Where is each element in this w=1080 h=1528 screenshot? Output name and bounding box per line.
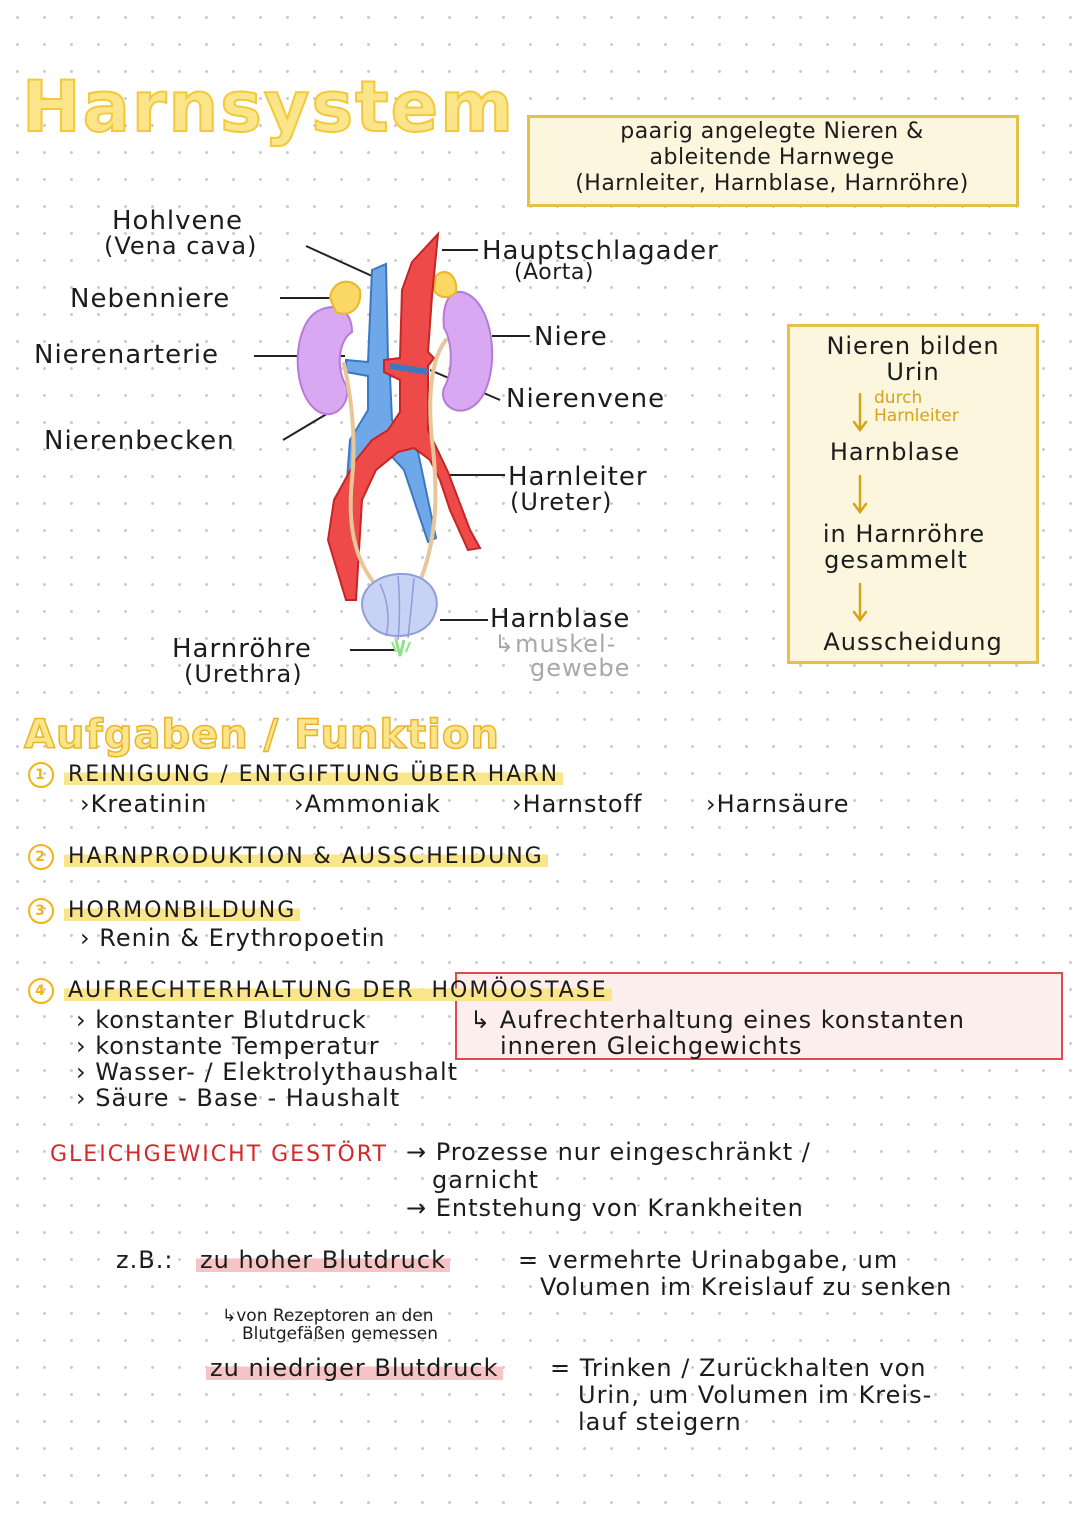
label-aorta: Hauptschlagader	[482, 236, 719, 266]
task-4-note-2: inneren Gleichgewichts	[500, 1032, 803, 1060]
flow-step-1b: Urin	[886, 358, 940, 386]
label-hohlvene-sub: (Vena cava)	[104, 232, 258, 260]
label-harnroehre: Harnröhre	[172, 634, 312, 664]
definition-line-1: paarig angelegte Nieren &	[620, 119, 924, 144]
label-harnblase-note-1: ↳muskel-	[494, 630, 617, 658]
task-3-number: 3	[28, 898, 54, 924]
task-1-number: 1	[28, 762, 54, 788]
imbalance-line-1: → Prozesse nur eingeschränkt /	[406, 1138, 811, 1166]
task-4-item-2: › konstante Temperatur	[76, 1032, 380, 1060]
imbalance-label: Gleichgewicht gestört	[50, 1142, 388, 1167]
flow-step-2: Harnblase	[829, 438, 961, 466]
task-2-title-text: Harnproduktion & Ausscheidung	[64, 844, 548, 869]
example-receptor-2: Blutgefäßen gemessen	[242, 1324, 439, 1344]
definition-line-3: (Harnleiter, Harnblase, Harnröhre)	[575, 171, 969, 196]
example-high: zu hoher Blutdruck	[196, 1246, 450, 1274]
adrenal-left-shape	[328, 280, 362, 315]
example-low-text: zu niedriger Blutdruck	[206, 1354, 503, 1382]
urinary-system-diagram	[254, 231, 530, 657]
flow-step-3: in Harnröhre	[822, 520, 986, 548]
example-low-eq: = Trinken / Zurückhalten von	[550, 1354, 927, 1382]
homeostasis-note-box	[455, 972, 1063, 1060]
label-nebenniere: Nebenniere	[70, 284, 231, 314]
flow-step-1: Nieren bilden	[826, 332, 1000, 360]
flow-step-4: Ausscheidung	[823, 628, 1003, 656]
label-harnleiter-sub: (Ureter)	[510, 488, 613, 516]
task-1-item-1: ›Kreatinin	[80, 790, 208, 818]
kidney-right-shape	[441, 290, 494, 412]
task-4-item-4: › Säure - Base - Haushalt	[76, 1084, 401, 1112]
definition-box	[527, 115, 1019, 207]
adrenal-right-shape	[432, 271, 458, 298]
label-nierenbecken: Nierenbecken	[44, 426, 235, 456]
page-title: Harnsystem	[21, 65, 516, 149]
imbalance-line-2: garnicht	[432, 1166, 540, 1194]
label-harnblase: Harnblase	[490, 604, 631, 634]
label-hohlvene: Hohlvene	[112, 206, 244, 236]
section-title: Aufgaben / Funktion	[23, 711, 500, 759]
label-aorta-sub: (Aorta)	[514, 260, 594, 285]
task-4-title: 4 Aufrechterhaltung der Homöostase	[28, 978, 612, 1004]
flow-via-2: Harnleiter	[874, 406, 959, 426]
task-4-item-1: › konstanter Blutdruck	[76, 1006, 367, 1034]
example-low-eq-3: lauf steigern	[578, 1408, 742, 1436]
task-1-item-3: ›Harnstoff	[512, 790, 643, 818]
task-4-item-3: › Wasser- / Elektrolythaushalt	[76, 1058, 459, 1086]
flow-via-1: durch	[874, 388, 923, 408]
task-1-title-text: Reinigung / Entgiftung über Harn	[64, 762, 564, 787]
urethra-shape	[394, 639, 406, 657]
task-1-item-2: ›Ammoniak	[294, 790, 441, 818]
flow-arrows	[852, 392, 868, 623]
example-zb: z.B.:	[116, 1246, 174, 1274]
task-4-number: 4	[28, 978, 54, 1004]
task-1-title: 1 Reinigung / Entgiftung über Harn	[28, 762, 564, 788]
task-4-note-1: ↳ Aufrechterhaltung eines konstanten	[470, 1006, 965, 1034]
example-high-text: zu hoher Blutdruck	[196, 1246, 450, 1274]
task-3-title-text: Hormonbildung	[64, 898, 301, 923]
example-receptor-1: ↳von Rezeptoren an den	[222, 1306, 434, 1326]
flow-box	[787, 324, 1039, 664]
task-4-title-text-a: Aufrechterhaltung der	[64, 978, 428, 1003]
label-nierenarterie: Nierenarterie	[34, 340, 219, 370]
ureter-shapes	[342, 338, 448, 592]
task-3-title: 3 Hormonbildung	[28, 898, 301, 924]
example-low-eq-2: Urin, um Volumen im Kreis-	[578, 1381, 933, 1409]
label-nierenvene: Nierenvene	[506, 384, 666, 414]
example-high-eq-2: Volumen im Kreislauf zu senken	[540, 1273, 953, 1301]
flow-step-3b: gesammelt	[824, 546, 968, 574]
label-niere: Niere	[534, 322, 608, 352]
task-1-item-4: ›Harnsäure	[706, 790, 850, 818]
kidney-left-shape	[296, 306, 354, 416]
imbalance-line-3: → Entstehung von Krankheiten	[406, 1194, 804, 1222]
example-high-eq: = vermehrte Urinabgabe, um	[518, 1246, 899, 1274]
task-4-title-text-b: Homöostase	[427, 978, 612, 1003]
definition-line-2: ableitende Harnwege	[649, 145, 895, 170]
label-harnroehre-sub: (Urethra)	[184, 660, 303, 688]
task-3-item-1: › Renin & Erythropoetin	[80, 924, 386, 952]
task-2-number: 2	[28, 844, 54, 870]
label-harnleiter: Harnleiter	[508, 462, 648, 492]
label-harnblase-note-2: gewebe	[530, 654, 631, 682]
task-2-title: 2 Harnproduktion & Ausscheidung	[28, 844, 548, 870]
example-low: zu niedriger Blutdruck	[206, 1354, 503, 1382]
